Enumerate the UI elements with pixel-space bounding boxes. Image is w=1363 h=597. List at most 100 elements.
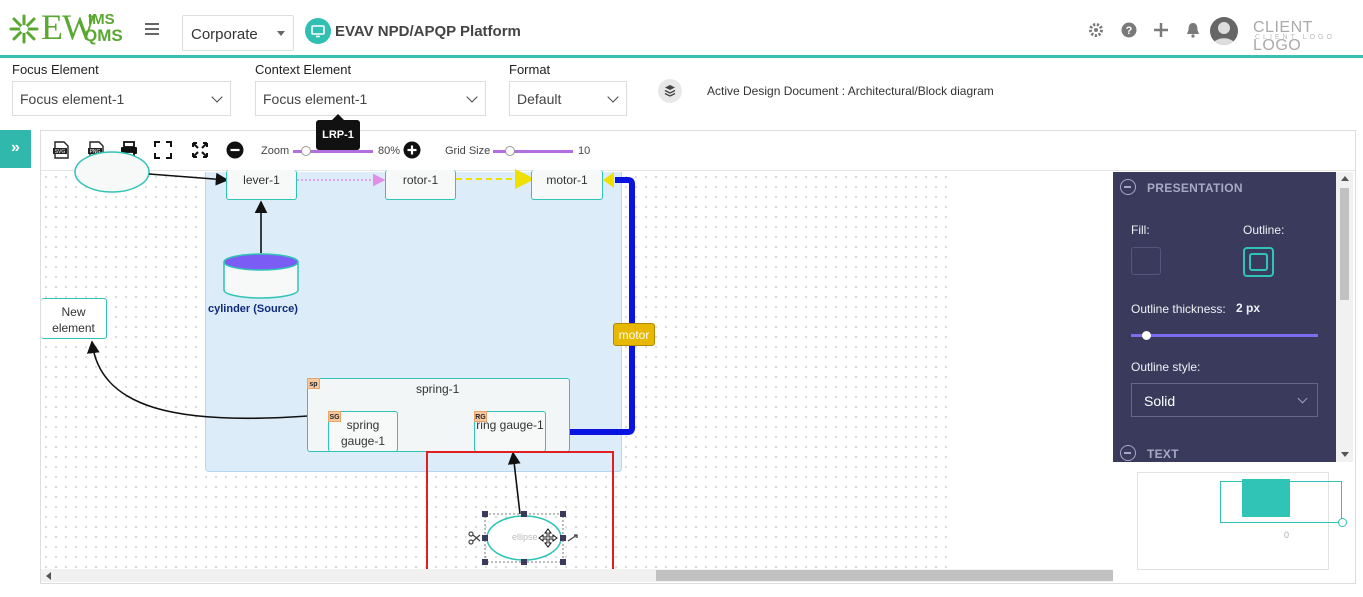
node-motor-label: motor-1 — [546, 173, 588, 187]
chevron-down-icon — [1297, 393, 1308, 404]
focus-element-label: Focus Element — [12, 62, 99, 77]
layers-icon[interactable] — [658, 79, 682, 103]
expand-sidebar-button[interactable]: » — [0, 130, 31, 168]
node-spring-gauge[interactable]: spring gauge-1 — [328, 411, 398, 452]
minimap-content — [1242, 479, 1290, 517]
avatar[interactable] — [1210, 17, 1238, 45]
plus-icon[interactable] — [1153, 22, 1169, 38]
focus-element-value: Focus element-1 — [20, 91, 125, 107]
zoom-in-icon[interactable] — [403, 141, 421, 159]
spring-gauge-badge: SG — [328, 411, 341, 422]
outline-color-swatch[interactable] — [1243, 247, 1274, 277]
horizontal-scroll-thumb[interactable] — [656, 570, 1113, 581]
node-lever[interactable]: lever-1 — [226, 170, 297, 200]
logo-text: EW — [41, 7, 96, 47]
fit-screen-icon[interactable] — [154, 141, 172, 159]
horizontal-scrollbar[interactable] — [41, 569, 1113, 582]
minimap[interactable]: 0 — [1137, 472, 1347, 570]
node-new-element[interactable]: New element — [41, 298, 107, 339]
text-heading[interactable]: TEXT — [1147, 447, 1179, 461]
connect-arrow-icon — [567, 534, 578, 542]
panel-scrollbar[interactable] — [1336, 172, 1353, 462]
menu-icon[interactable] — [145, 23, 159, 35]
outline-thickness-label: Outline thickness: — [1131, 302, 1226, 316]
scroll-left-icon[interactable] — [46, 572, 51, 580]
node-lever-label: lever-1 — [243, 173, 280, 187]
outline-thickness-value: 2 px — [1236, 301, 1261, 315]
zoom-label: Zoom — [261, 145, 290, 157]
ellipse-label: ellipse — [512, 532, 538, 542]
context-element-value: Focus element-1 — [263, 91, 368, 107]
client-logo: CLIENT LOGO — [1253, 19, 1313, 54]
minimap-resize-handle[interactable] — [1338, 518, 1347, 527]
scroll-down-icon[interactable] — [1341, 452, 1349, 457]
logo-qms: QMS — [84, 26, 123, 45]
node-spring-label: spring-1 — [416, 382, 460, 396]
zoom-value: 80% — [378, 145, 401, 157]
outline-thickness-slider[interactable] — [1131, 334, 1318, 337]
app-header: EW IMS QMS Corporate EVAV NPD/APQP Platf… — [0, 0, 1363, 58]
monitor-icon — [305, 18, 331, 44]
fullscreen-icon[interactable] — [191, 141, 209, 159]
highlight-box — [426, 451, 614, 581]
outline-style-value: Solid — [1144, 393, 1176, 409]
logo-star-icon — [9, 14, 39, 44]
diagram-toolbar — [41, 131, 1355, 171]
organization-select[interactable]: Corporate — [182, 15, 294, 51]
node-ring-gauge-label: ring gauge-1 — [476, 418, 544, 432]
svg-text:SVG: SVG — [55, 149, 66, 155]
context-element-select[interactable]: Focus element-1 — [255, 81, 486, 116]
caret-down-icon — [277, 31, 285, 36]
minimap-label: 0 — [1284, 530, 1290, 540]
fill-color-swatch[interactable] — [1131, 247, 1161, 275]
canvas-blank-area — [948, 172, 1113, 570]
svg-text:?: ? — [1126, 25, 1133, 37]
cylinder-label: cylinder (Source) — [208, 303, 298, 315]
grid-size-label: Grid Size — [445, 145, 491, 157]
format-select[interactable]: Default — [509, 81, 627, 116]
logo-ims: IMS — [88, 11, 115, 28]
outline-style-select[interactable]: Solid — [1131, 383, 1318, 417]
presentation-heading[interactable]: PRESENTATION — [1147, 181, 1243, 195]
grid-size-value: 10 — [578, 145, 591, 157]
scroll-up-icon[interactable] — [1341, 176, 1349, 181]
spring-badge: sp — [307, 378, 320, 389]
grid-size-slider-thumb[interactable] — [505, 146, 515, 156]
node-ring-gauge[interactable]: ring gauge-1 — [474, 411, 546, 452]
collapse-presentation-icon[interactable] — [1120, 179, 1136, 195]
client-logo-sub: CLIENT LOGO — [1255, 34, 1335, 41]
zoom-slider-thumb[interactable] — [301, 146, 311, 156]
export-svg-icon[interactable]: SVG — [52, 141, 70, 159]
node-motor[interactable]: motor-1 — [531, 170, 603, 200]
platform-title: EVAV NPD/APQP Platform — [335, 23, 521, 40]
zoom-out-icon[interactable] — [226, 141, 244, 159]
bell-icon[interactable] — [1185, 22, 1201, 38]
organization-select-value: Corporate — [191, 26, 258, 43]
tooltip: LRP-1 — [316, 114, 360, 150]
move-cursor-icon — [538, 528, 558, 548]
collapse-text-icon[interactable] — [1120, 445, 1136, 461]
focus-element-select[interactable]: Focus element-1 — [12, 81, 231, 116]
outline-thickness-thumb[interactable] — [1142, 331, 1151, 340]
node-spring-gauge-label: spring gauge-1 — [340, 418, 386, 448]
svg-text:PNG: PNG — [90, 149, 101, 155]
active-design-document: Active Design Document : Architectural/B… — [707, 84, 994, 98]
context-element-label: Context Element — [255, 62, 352, 77]
grid-size-slider[interactable] — [493, 150, 573, 153]
node-new-element-label: New element — [52, 305, 95, 335]
selected-ellipse[interactable] — [466, 508, 586, 570]
format-label: Format — [509, 62, 551, 77]
node-rotor[interactable]: rotor-1 — [385, 170, 456, 200]
cylinder-shape[interactable] — [222, 252, 300, 302]
gear-icon[interactable] — [1088, 22, 1104, 38]
node-rotor-label: rotor-1 — [402, 173, 439, 187]
diagram-frame — [40, 130, 1356, 584]
help-icon[interactable]: ? — [1121, 22, 1137, 38]
scissors-icon — [468, 531, 481, 545]
properties-panel — [1113, 172, 1336, 462]
format-value: Default — [517, 91, 562, 107]
panel-scroll-thumb[interactable] — [1340, 188, 1349, 300]
outline-label: Outline: — [1243, 223, 1285, 237]
motor-connector-label[interactable]: motor — [613, 323, 655, 346]
zoom-slider[interactable] — [293, 150, 373, 153]
